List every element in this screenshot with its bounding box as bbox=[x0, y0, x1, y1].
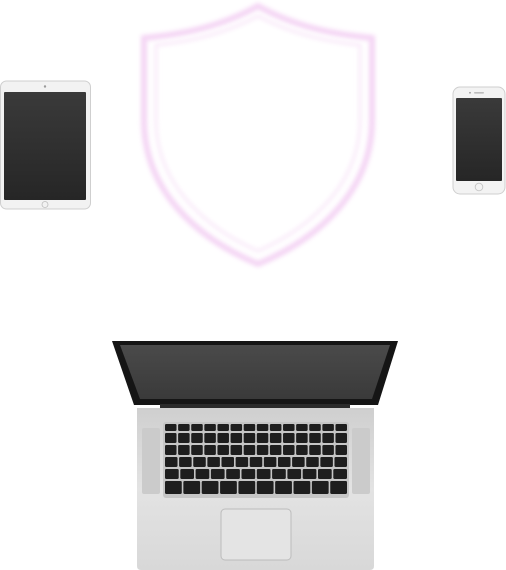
keyboard-key bbox=[217, 433, 229, 443]
keyboard-key bbox=[296, 445, 308, 455]
keyboard-key bbox=[256, 424, 269, 431]
keyboard-key bbox=[335, 445, 347, 455]
tablet bbox=[0, 80, 91, 210]
keyboard-key bbox=[183, 481, 201, 494]
keyboard-key bbox=[165, 481, 182, 494]
shield-icon bbox=[141, 2, 375, 268]
keyboard-key bbox=[165, 445, 177, 455]
keyboard-key bbox=[256, 469, 271, 479]
keyboard-key bbox=[256, 481, 274, 494]
keyboard-key bbox=[243, 433, 256, 443]
keyboard-key bbox=[230, 445, 243, 455]
keyboard-key bbox=[178, 424, 190, 431]
keyboard-key bbox=[220, 481, 237, 494]
keyboard-key bbox=[179, 457, 192, 467]
keyboard-key bbox=[263, 457, 277, 467]
keyboard-key bbox=[243, 445, 256, 455]
keyboard-key bbox=[165, 469, 179, 479]
keyboard bbox=[165, 424, 347, 494]
keyboard-key bbox=[283, 424, 295, 431]
keyboard-key bbox=[204, 433, 216, 443]
smartphone bbox=[452, 86, 506, 195]
keyboard-key bbox=[241, 469, 256, 479]
keyboard-key bbox=[283, 445, 295, 455]
keyboard-key bbox=[293, 481, 311, 494]
keyboard-key bbox=[318, 469, 332, 479]
keyboard-key bbox=[238, 481, 256, 494]
keyboard-key bbox=[180, 469, 194, 479]
keyboard-key bbox=[311, 481, 329, 494]
keyboard-key bbox=[269, 433, 282, 443]
keyboard-key bbox=[226, 469, 240, 479]
keyboard-key bbox=[210, 469, 225, 479]
keyboard-key bbox=[191, 424, 203, 431]
keyboard-key bbox=[191, 445, 203, 455]
keyboard-key bbox=[165, 457, 178, 467]
keyboard-key bbox=[302, 469, 317, 479]
keyboard-key bbox=[165, 433, 177, 443]
keyboard-key bbox=[217, 445, 229, 455]
keyboard-key bbox=[277, 457, 291, 467]
keyboard-key bbox=[256, 445, 269, 455]
keyboard-key bbox=[207, 457, 220, 467]
keyboard-key bbox=[335, 433, 347, 443]
keyboard-key bbox=[204, 424, 216, 431]
keyboard-key bbox=[272, 469, 286, 479]
keyboard-key bbox=[221, 457, 235, 467]
keyboard-key bbox=[178, 445, 190, 455]
keyboard-key bbox=[191, 433, 203, 443]
keyboard-key bbox=[330, 481, 347, 494]
keyboard-key bbox=[230, 433, 243, 443]
keyboard-key bbox=[296, 433, 308, 443]
keyboard-key bbox=[309, 445, 321, 455]
keyboard-key bbox=[322, 445, 334, 455]
keyboard-key bbox=[269, 445, 282, 455]
keyboard-key bbox=[249, 457, 263, 467]
keyboard-key bbox=[309, 424, 321, 431]
keyboard-key bbox=[320, 457, 333, 467]
keyboard-key bbox=[322, 424, 334, 431]
keyboard-key bbox=[275, 481, 292, 494]
keyboard-key bbox=[287, 469, 302, 479]
keyboard-key bbox=[269, 424, 282, 431]
keyboard-key bbox=[283, 433, 295, 443]
keyboard-key bbox=[334, 457, 347, 467]
keyboard-key bbox=[306, 457, 319, 467]
keyboard-key bbox=[333, 469, 347, 479]
laptop bbox=[112, 341, 398, 570]
keyboard-key bbox=[193, 457, 206, 467]
keyboard-key bbox=[243, 424, 256, 431]
keyboard-key bbox=[309, 433, 321, 443]
keyboard-key bbox=[335, 424, 347, 431]
keyboard-key bbox=[217, 424, 229, 431]
keyboard-key bbox=[322, 433, 334, 443]
keyboard-key bbox=[195, 469, 210, 479]
keyboard-key bbox=[178, 433, 190, 443]
keyboard-key bbox=[296, 424, 308, 431]
keyboard-key bbox=[256, 433, 269, 443]
keyboard-key bbox=[165, 424, 177, 431]
keyboard-key bbox=[292, 457, 305, 467]
keyboard-key bbox=[201, 481, 219, 494]
keyboard-key bbox=[204, 445, 216, 455]
keyboard-key bbox=[230, 424, 243, 431]
keyboard-key bbox=[235, 457, 249, 467]
